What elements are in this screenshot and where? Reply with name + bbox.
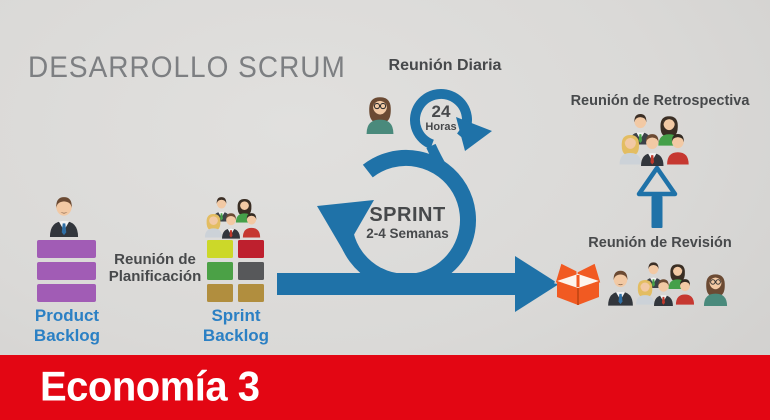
brand-logo: Economía 3 <box>40 364 260 410</box>
woman-glasses-icon <box>362 91 398 134</box>
backlog-bar <box>37 284 96 302</box>
team-group-icon <box>616 110 694 168</box>
product-backlog-label: Product Backlog <box>33 306 101 345</box>
sprint-label: SPRINT <box>369 204 446 226</box>
task-card <box>207 284 233 302</box>
daily-duration-unit: Horas <box>425 121 457 133</box>
task-card <box>207 262 233 280</box>
product-backlog-stack <box>37 240 96 302</box>
task-card <box>238 240 264 258</box>
review-label: Reunión de Revisión <box>588 235 732 251</box>
planning-meeting-label: Reunión de Planificación <box>108 251 202 285</box>
woman-glasses-icon <box>700 269 731 306</box>
team-group-icon <box>633 259 698 307</box>
daily-duration-value: 24 <box>431 102 451 121</box>
task-card <box>238 262 264 280</box>
backlog-bar <box>37 262 96 280</box>
sprint-duration-label: 2-4 Semanas <box>366 226 449 241</box>
sprint-backlog-grid <box>207 240 264 302</box>
retrospective-label: Reunión de Retrospectiva <box>570 93 750 109</box>
businessman-icon <box>45 192 83 237</box>
brand-banner: Economía 3 <box>0 355 770 420</box>
sprint-backlog-label: Sprint Backlog <box>202 306 270 345</box>
page-title: DESARROLLO SCRUM <box>28 50 346 84</box>
open-box-icon <box>554 262 602 305</box>
team-group-icon <box>202 194 264 240</box>
daily-meeting-label: Reunión Diaria <box>388 57 502 74</box>
up-arrow-icon <box>636 165 678 228</box>
backlog-bar <box>37 240 96 258</box>
task-card <box>207 240 233 258</box>
delivery-team <box>633 259 699 309</box>
retrospective-team <box>616 110 694 168</box>
task-card <box>238 284 264 302</box>
